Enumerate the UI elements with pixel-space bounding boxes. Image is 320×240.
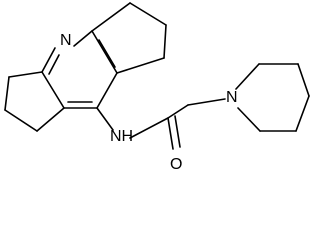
molecule-structure: N NH O N xyxy=(4,2,310,173)
piperidine-nitrogen-label: N xyxy=(226,89,238,106)
ring-nitrogen-label: N xyxy=(60,32,72,49)
amide-nitrogen-label: NH xyxy=(110,128,133,145)
bond-lines xyxy=(4,2,310,150)
atom-labels: N NH O N xyxy=(60,32,238,173)
carbonyl-oxygen-label: O xyxy=(170,156,182,173)
